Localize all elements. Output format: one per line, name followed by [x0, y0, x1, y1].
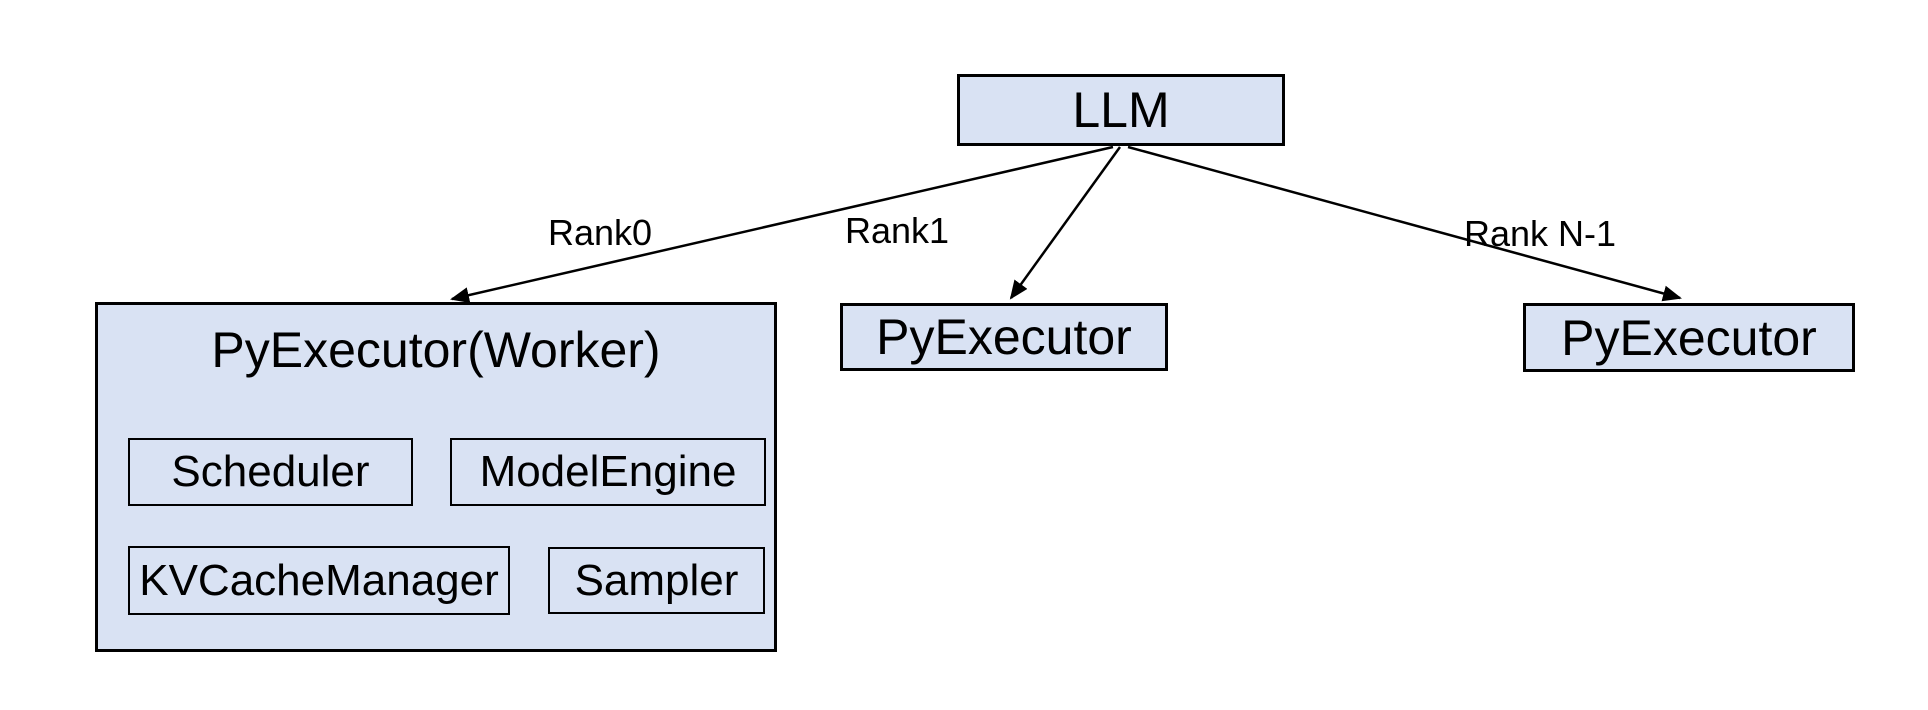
kvcachemanager-component: KVCacheManager: [128, 546, 510, 615]
modelengine-label: ModelEngine: [479, 447, 737, 496]
pyexecutor-worker-node: PyExecutor(Worker) Scheduler ModelEngine…: [95, 302, 777, 652]
kvcachemanager-label: KVCacheManager: [139, 555, 499, 605]
edge-label-rank0: Rank0: [547, 212, 653, 253]
pyexecutor-rank1-label: PyExecutor: [876, 309, 1132, 365]
edge-label-rank1: Rank1: [844, 210, 950, 251]
scheduler-component: Scheduler: [128, 438, 413, 506]
pyexecutor-worker-title: PyExecutor(Worker): [211, 322, 661, 378]
edge-label-rank-n-1: Rank N-1: [1463, 213, 1617, 254]
modelengine-component: ModelEngine: [450, 438, 766, 506]
edge-rank1-arrow: [1009, 146, 1122, 300]
pyexecutor-rank1-node: PyExecutor: [840, 303, 1168, 371]
sampler-label: Sampler: [574, 555, 739, 605]
pyexecutor-rank-n-1-node: PyExecutor: [1523, 303, 1855, 372]
scheduler-label: Scheduler: [171, 447, 370, 496]
pyexecutor-rank-n-1-label: PyExecutor: [1561, 309, 1817, 366]
llm-node: LLM: [957, 74, 1285, 146]
sampler-component: Sampler: [548, 547, 765, 614]
llm-node-label: LLM: [1072, 82, 1170, 138]
